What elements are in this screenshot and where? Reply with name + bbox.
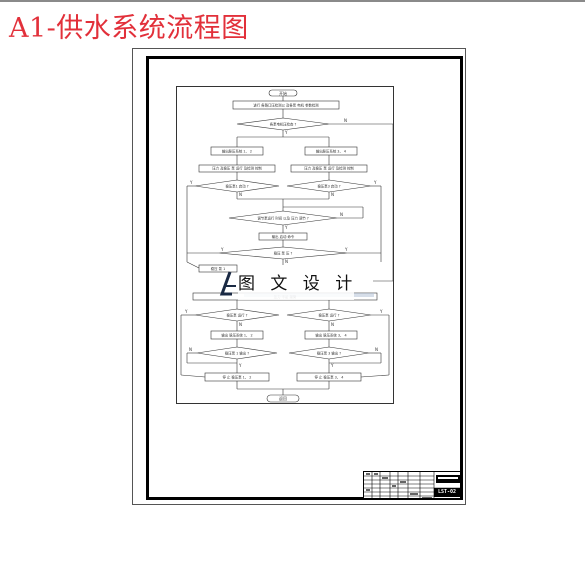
left-stop-label: 停 止 稳压泵 1、 2	[223, 374, 252, 379]
left-process-3	[198, 264, 238, 273]
branch-yes-left-3: Y	[238, 363, 242, 368]
branch-no-main: N	[344, 118, 347, 123]
right-decision-1-label: 稳压泵3 启动 ?	[317, 183, 340, 188]
branch-yes-right-2: Y	[379, 309, 383, 314]
branch-yes-bottom-right: Y	[344, 247, 348, 252]
branch-no-left-3: N	[189, 347, 192, 352]
branch-no-right-3: N	[375, 347, 378, 352]
branch-yes-left-2: Y	[184, 309, 188, 314]
right-stop-label: 停 止 稳压泵 3、 4	[315, 374, 344, 379]
mid-decision-label: 调节泵运行 时间 以及 压力 调节 ?	[257, 215, 308, 220]
right-process-2-label: 压力 及稳压 泵 运行 及检测 控制	[304, 166, 354, 171]
flowchart-panel: 开始 进行 各路口压检测以 及各泵 电机 参数检测 各泵电机压检查 ? 输出脉压…	[176, 86, 394, 404]
left-decision-1-label: 稳压泵1 启动 ?	[225, 183, 248, 188]
bottom-decision-label: 稳压 泵 压 ?	[274, 250, 293, 255]
branch-yes-mid: Y	[284, 225, 288, 230]
top-rule	[0, 0, 585, 2]
watermark-text: 图 文 设 计	[238, 268, 354, 300]
branch-yes-right-1: Y	[373, 180, 377, 185]
branch-no-bottom: N	[285, 259, 288, 264]
branch-yes-left-1: Y	[189, 180, 193, 185]
start-label: 开始	[279, 90, 287, 96]
mid-process-label: 输出 启动 命令	[272, 234, 295, 239]
left-decision-3-label: 稳压泵 1 输出 ?	[225, 350, 249, 355]
drawing-number: LST-02	[434, 488, 460, 497]
drawing-frame	[146, 56, 463, 500]
init-process	[232, 100, 340, 110]
branch-yes-bottom-left: Y	[220, 247, 224, 252]
branch-yes-right-3: Y	[330, 363, 334, 368]
branch-no-right-1: N	[331, 192, 334, 197]
branch-no-left-1: N	[239, 192, 242, 197]
branch-no-right-2: N	[331, 322, 334, 327]
right-process-4-label: 输出 脉压系统 3、 4	[315, 332, 346, 337]
left-decision-2-label: 稳压泵 运行 ?	[227, 312, 248, 317]
right-process-1-label: 输出脉压系统 3、 4	[316, 148, 346, 153]
right-decision-3-label: 稳压泵 3 输出 ?	[317, 350, 341, 355]
branch-yes-main: Y	[284, 130, 288, 135]
end-node	[266, 394, 300, 403]
title-block	[363, 471, 462, 500]
left-process-1-label: 输出脉压系统 1、 2	[222, 148, 252, 153]
decision-main-label: 各泵电机压检查 ?	[270, 121, 297, 126]
right-process-4	[304, 330, 358, 340]
branch-no-mid: N	[340, 212, 343, 217]
right-process-1	[304, 146, 358, 156]
init-label: 进行 各路口压检测以 及各泵 电机 参数检测	[253, 102, 319, 107]
flowchart-diagram: 开始 进行 各路口压检测以 及各泵 电机 参数检测 各泵电机压检查 ? 输出脉压…	[180, 89, 394, 403]
end-label: 返回	[279, 395, 287, 401]
page-title: A1-供水系统流程图	[9, 13, 249, 44]
left-process-3-label: 稳压 泵 1	[211, 266, 226, 271]
left-process-2-label: 压力 及稳压 泵 运行 及检测 控制	[212, 166, 262, 171]
branch-no-left-2: N	[239, 322, 242, 327]
watermark-logo-icon	[219, 271, 236, 296]
right-decision-2-label: 稳压泵 运行 ?	[319, 312, 340, 317]
title-block-grid	[364, 472, 462, 500]
left-process-4-label: 输出 脉压系统 1、 2	[221, 332, 252, 337]
